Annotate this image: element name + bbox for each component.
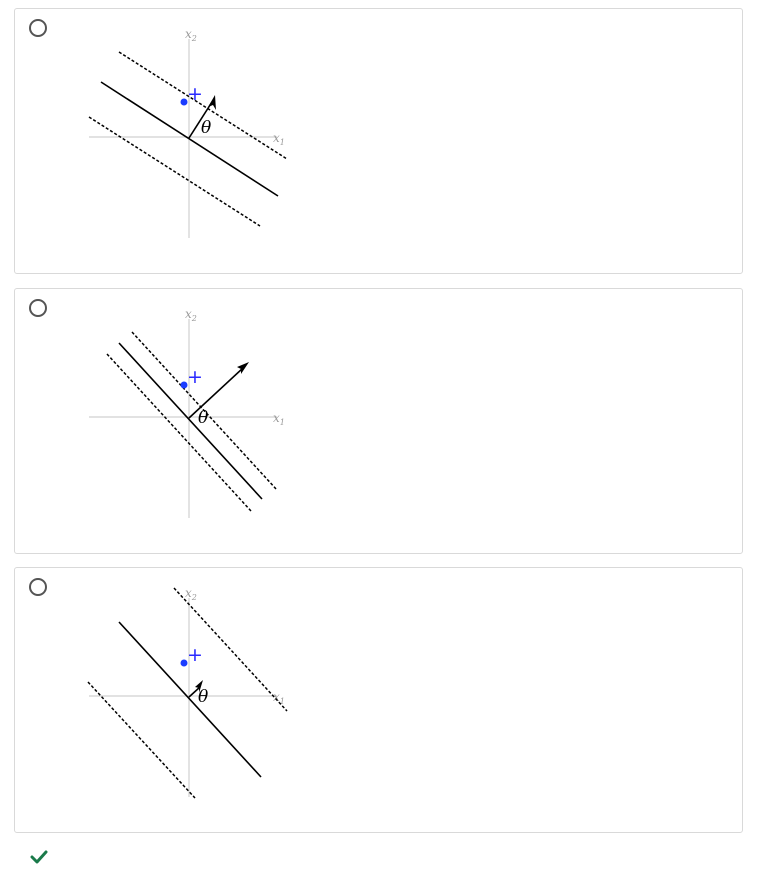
theta-arrowhead (195, 680, 203, 693)
margin-line-lower (87, 681, 196, 799)
margin-line-upper (118, 51, 288, 160)
decision-boundary (118, 342, 263, 500)
theta-arrowhead (208, 95, 216, 110)
margin-line-upper (173, 587, 288, 712)
x2-axis-label: x2 (185, 307, 197, 323)
data-point (180, 659, 188, 667)
answer-option-3[interactable]: x1 x2 θ + (14, 567, 743, 833)
svm-diagram-option-3: x1 x2 θ + (87, 586, 288, 799)
theta-vector (188, 367, 244, 419)
svm-diagram-option-1: x1 x2 θ + (88, 27, 288, 238)
checkmark-icon (30, 850, 48, 864)
x2-axis-label: x2 (185, 586, 197, 602)
margin-line-lower (88, 116, 261, 227)
margin-line-upper (131, 331, 278, 491)
x2-axis-label: x2 (185, 27, 197, 43)
theta-label: θ (198, 408, 208, 428)
theta-label: θ (201, 118, 211, 138)
radio-button-option-2[interactable] (29, 299, 47, 317)
margin-line-lower (106, 353, 252, 512)
data-point (180, 381, 188, 389)
radio-button-option-1[interactable] (29, 19, 47, 37)
svm-diagram-option-2: x1 x2 θ + (89, 307, 285, 518)
theta-vector (188, 101, 213, 139)
answer-option-1[interactable]: x1 x2 θ + (14, 8, 743, 274)
x1-axis-label: x1 (273, 690, 285, 706)
answer-option-2[interactable]: x1 x2 θ + (14, 288, 743, 554)
x1-axis-label: x1 (273, 411, 285, 427)
positive-label: + (187, 83, 203, 105)
theta-arrowhead (237, 362, 249, 374)
positive-label: + (187, 366, 203, 388)
theta-label: θ (198, 687, 208, 707)
radio-button-option-3[interactable] (29, 578, 47, 596)
data-point (180, 98, 188, 106)
decision-boundary (100, 81, 279, 197)
theta-vector (188, 686, 201, 698)
decision-boundary (118, 621, 262, 778)
positive-label: + (187, 644, 203, 666)
x1-axis-label: x1 (273, 131, 285, 147)
